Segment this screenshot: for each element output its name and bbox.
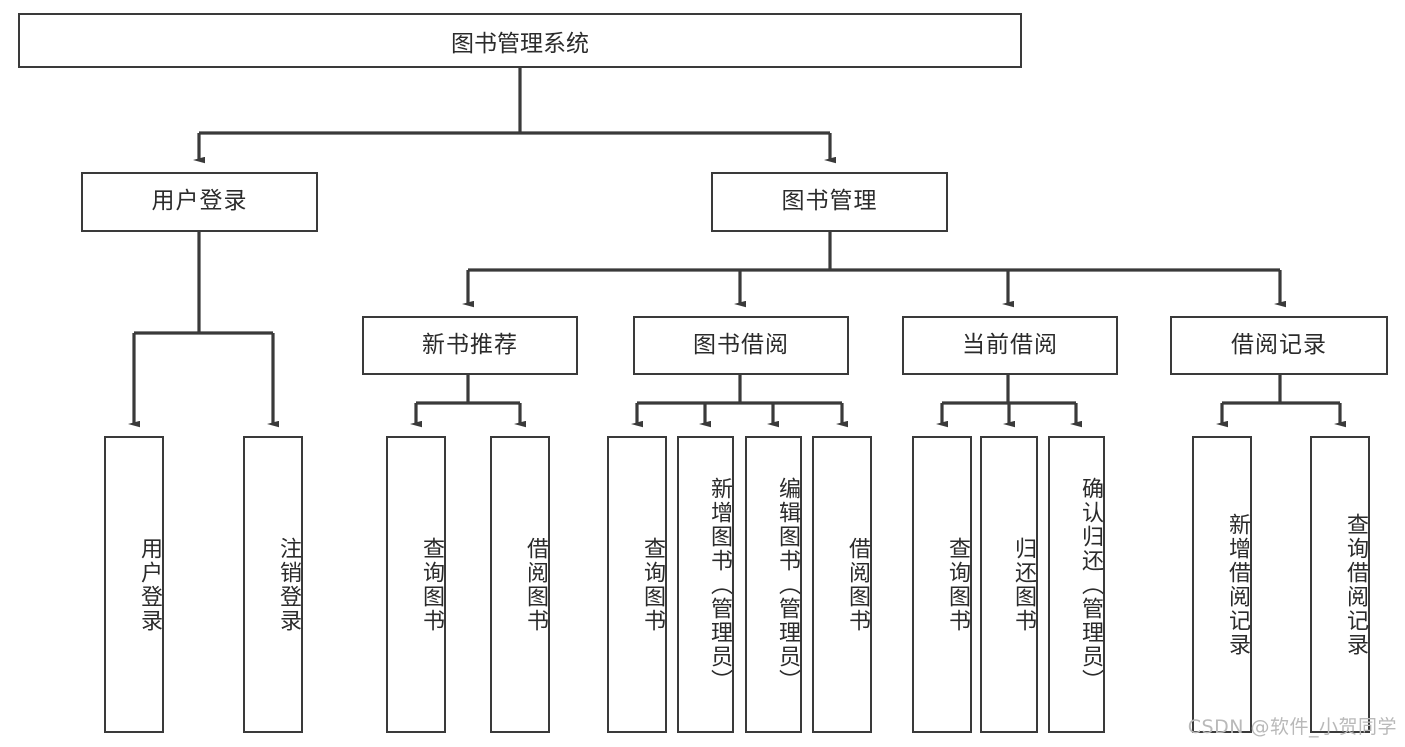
leaf-user-login[interactable]: 用户登录: [104, 436, 164, 733]
leaf-label: 新增借阅记录: [1225, 512, 1250, 657]
leaf-label: 查询图书: [640, 536, 665, 633]
leaf-confirm-return[interactable]: 确认归还（管理员）: [1048, 436, 1105, 733]
leaf-label: 用户登录: [137, 536, 162, 633]
watermark-text: CSDN @软件_小贺同学: [1187, 716, 1397, 738]
leaf-label: 查询图书: [945, 536, 970, 633]
node-borrow-record[interactable]: 借阅记录: [1170, 316, 1388, 375]
node-book-manage[interactable]: 图书管理: [711, 172, 948, 232]
leaf-label: 归还图书: [1011, 536, 1036, 633]
leaf-query-book-2[interactable]: 查询图书: [607, 436, 667, 733]
leaf-label: 确认归还（管理员）: [1078, 476, 1103, 693]
leaf-borrow-book-1[interactable]: 借阅图书: [490, 436, 550, 733]
leaf-label: 查询图书: [419, 536, 444, 633]
leaf-label: 编辑图书（管理员）: [775, 476, 800, 693]
leaf-borrow-book-2[interactable]: 借阅图书: [812, 436, 872, 733]
node-current-borrow[interactable]: 当前借阅: [902, 316, 1118, 375]
leaf-label: 新增图书（管理员）: [707, 476, 732, 693]
leaf-add-book[interactable]: 新增图书（管理员）: [677, 436, 734, 733]
leaf-return-book[interactable]: 归还图书: [980, 436, 1038, 733]
leaf-label: 借阅图书: [845, 536, 870, 633]
leaf-label: 借阅图书: [523, 536, 548, 633]
leaf-query-book-3[interactable]: 查询图书: [912, 436, 972, 733]
leaf-edit-book[interactable]: 编辑图书（管理员）: [745, 436, 802, 733]
leaf-query-book-1[interactable]: 查询图书: [386, 436, 446, 733]
node-book-borrow[interactable]: 图书借阅: [633, 316, 849, 375]
node-new-book-recommend[interactable]: 新书推荐: [362, 316, 578, 375]
leaf-label: 查询借阅记录: [1343, 512, 1368, 657]
leaf-label: 注销登录: [276, 536, 301, 633]
leaf-add-record[interactable]: 新增借阅记录: [1192, 436, 1252, 733]
node-user-login[interactable]: 用户登录: [81, 172, 318, 232]
node-root-system[interactable]: 图书管理系统: [18, 13, 1022, 68]
leaf-query-record[interactable]: 查询借阅记录: [1310, 436, 1370, 733]
leaf-user-logout[interactable]: 注销登录: [243, 436, 303, 733]
